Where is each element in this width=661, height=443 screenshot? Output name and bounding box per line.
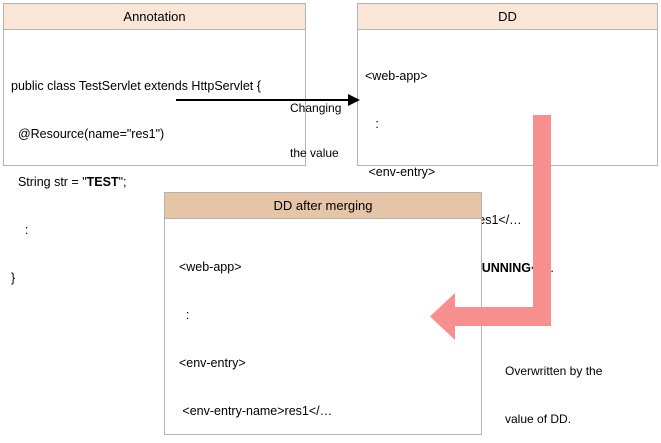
changing-the-value-line1: Changing (290, 101, 342, 115)
overwritten-by-dd-line1: Overwritten by the (505, 364, 603, 378)
code-line: : (11, 223, 29, 237)
dd-after-merging-panel-title: DD after merging (165, 193, 481, 219)
arrow-shaft (176, 99, 350, 101)
code-line: } (11, 271, 16, 285)
code-line: <env-entry> (365, 165, 436, 179)
code-line: : (172, 308, 190, 322)
code-text: "; (118, 175, 127, 189)
overwritten-by-dd-line2: value of DD. (505, 412, 572, 426)
code-line: <web-app> (172, 260, 242, 274)
overwritten-by-dd-label: Overwritten by the value of DD. (505, 331, 602, 443)
changing-the-value-label: Changing the value (290, 71, 341, 191)
code-line: @Resource(name="res1") (11, 127, 165, 141)
code-line: public class TestServlet extends HttpSer… (11, 79, 261, 93)
code-line: <env-entry-name>res1</… (172, 404, 333, 418)
annotation-code-block: public class TestServlet extends HttpSer… (4, 30, 305, 322)
code-line: : (365, 117, 379, 131)
code-text: String str = " (11, 175, 87, 189)
elbow-arrow-shape (430, 115, 551, 340)
arrow-right-icon (176, 94, 360, 107)
dd-merged-code-block: <web-app> : <env-entry> <env-entry-name>… (165, 219, 481, 443)
arrow-head (348, 94, 360, 106)
changing-the-value-line2: the value (290, 146, 339, 160)
code-emphasis: RUNNING (472, 261, 532, 275)
annotation-panel-title: Annotation (4, 4, 305, 30)
dd-after-merging-panel: DD after merging <web-app> : <env-entry>… (164, 192, 482, 435)
elbow-arrow-left-icon (430, 115, 551, 340)
code-line: <env-entry> (172, 356, 246, 370)
dd-panel-title: DD (358, 4, 657, 30)
annotation-panel: Annotation public class TestServlet exte… (3, 3, 306, 285)
code-emphasis: TEST (86, 175, 119, 189)
code-line: String str = "TEST"; (11, 174, 298, 190)
code-line: <web-app> (365, 69, 428, 83)
